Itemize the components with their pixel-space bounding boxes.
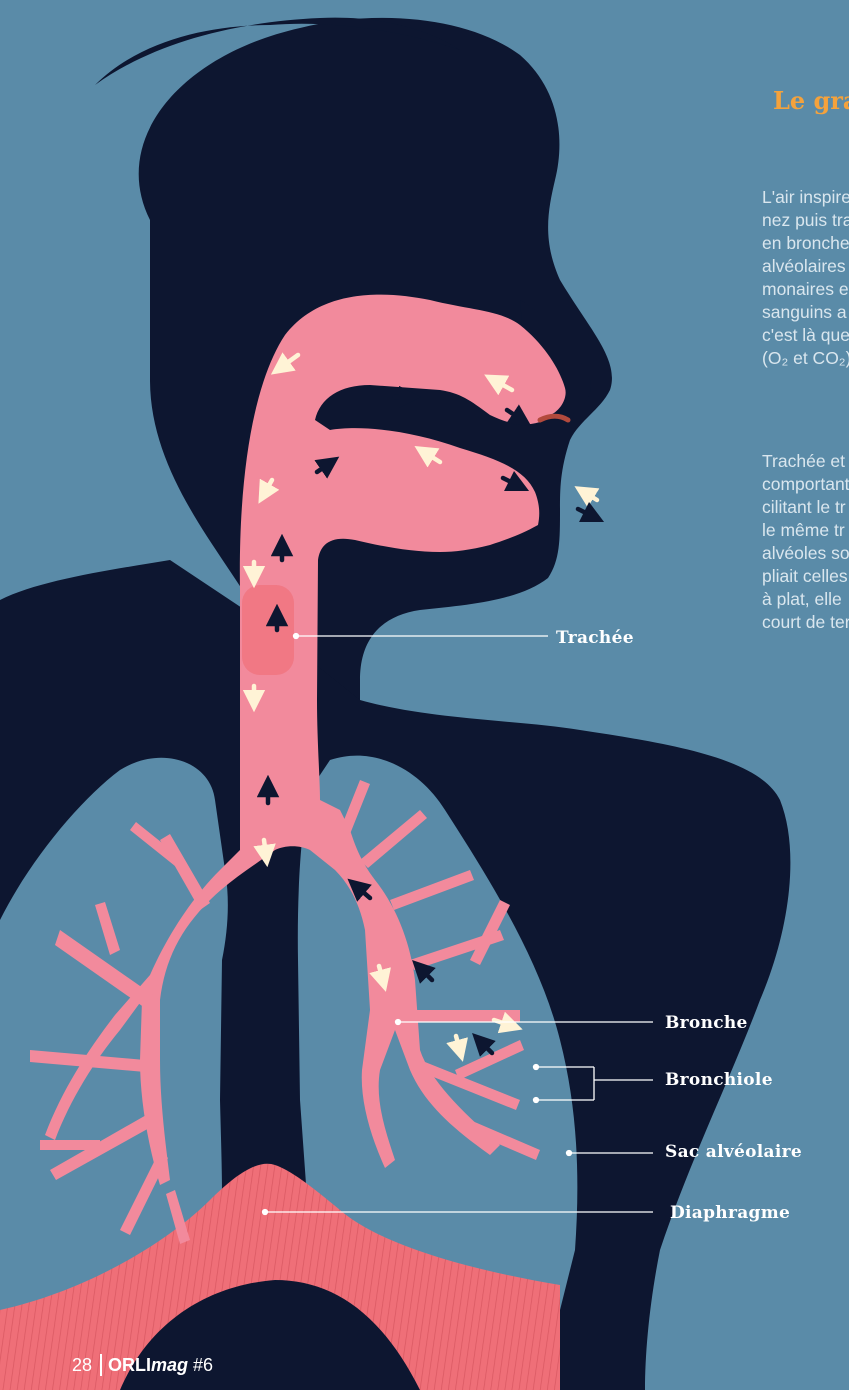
text-line: sanguins a [762,301,849,324]
footer-separator [100,1354,102,1376]
label-diaphragme: Diaphragme [670,1203,790,1223]
text-line: alvéolaires [762,255,849,278]
label-bronche: Bronche [665,1013,748,1033]
text-line: monaires e [762,278,849,301]
article-title: Le gra [773,86,849,115]
label-bronchiole: Bronchiole [665,1070,773,1090]
text-line: nez puis tra [762,209,849,232]
text-line: alvéoles so [762,542,849,565]
magazine-name: ORLImag #6 [108,1355,213,1376]
larynx [242,585,294,675]
second-paragraph: Trachée et comportant cilitant le tr le … [762,450,849,634]
text-line: court de ter [762,611,849,634]
text-line: cilitant le tr [762,496,849,519]
intro-paragraph: L'air inspire nez puis tra en bronche al… [762,186,849,370]
text-line: en bronche [762,232,849,255]
text-line: L'air inspire [762,186,849,209]
magazine-orli: ORLI [108,1355,151,1375]
label-sac-alveolaire: Sac alvéolaire [665,1142,802,1162]
label-trachee: Trachée [556,628,634,648]
text-line: c'est là que [762,324,849,347]
text-line: Trachée et [762,450,849,473]
magazine-mag: mag [151,1355,188,1375]
page-number: 28 [72,1355,92,1376]
text-line: à plat, elle [762,588,849,611]
issue-number: #6 [193,1355,213,1375]
text-line: pliait celles [762,565,849,588]
text-line: comportant [762,473,849,496]
text-line: (O₂ et CO₂). [762,347,849,370]
text-line: le même tr [762,519,849,542]
